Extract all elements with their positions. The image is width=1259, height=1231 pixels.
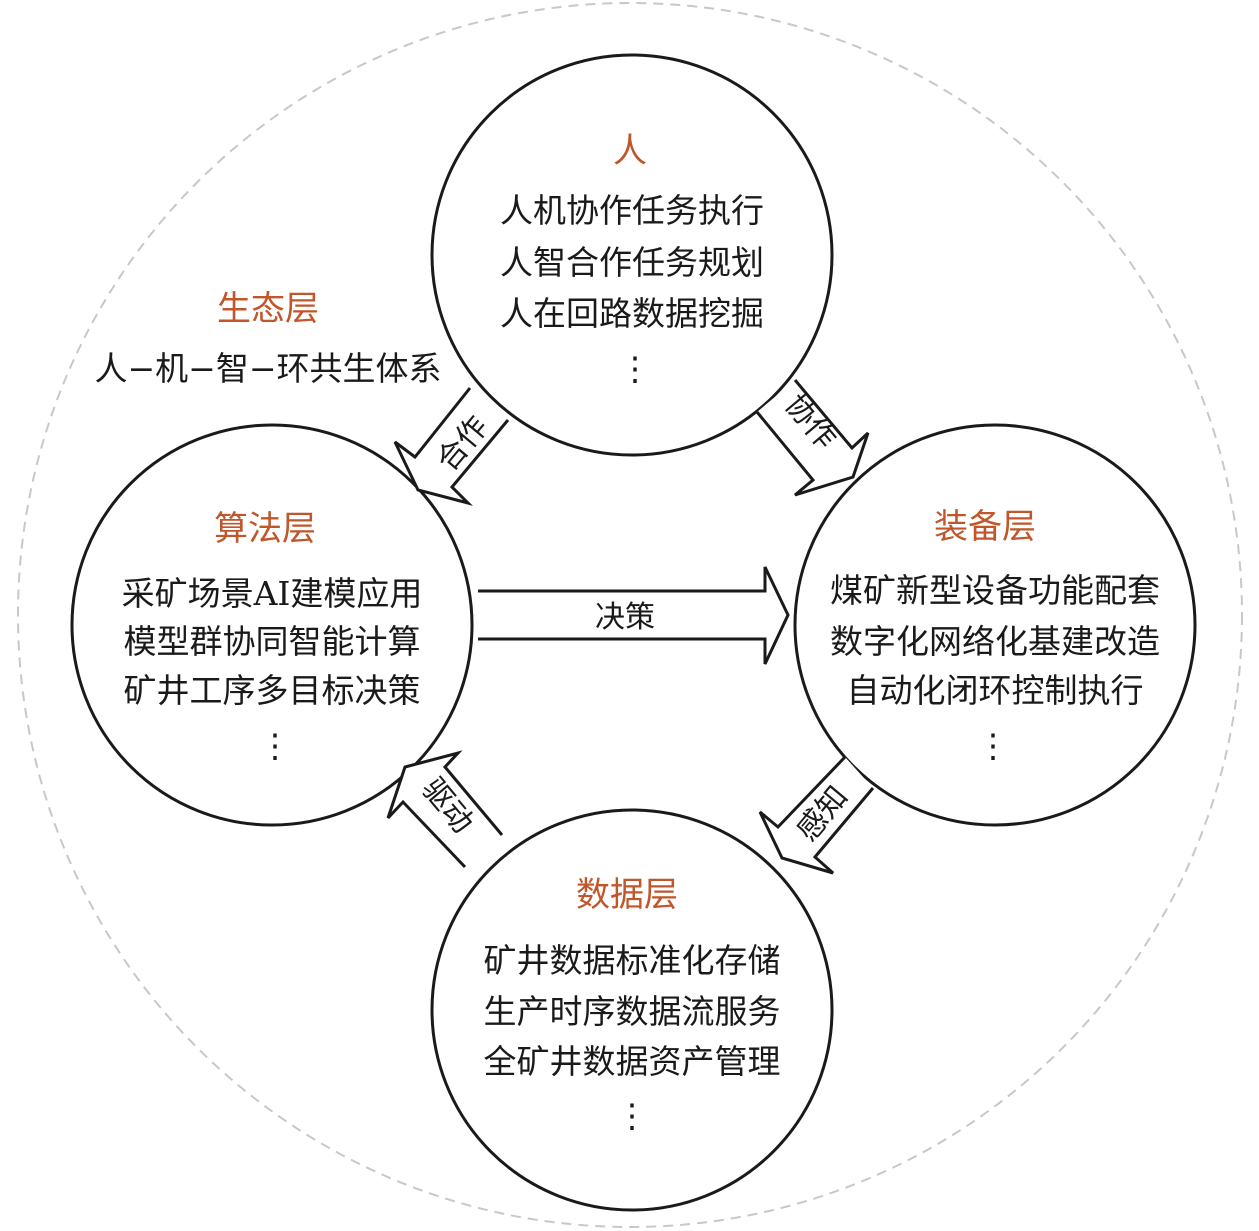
data-line: 生产时序数据流服务 bbox=[484, 992, 781, 1031]
ecology-boundary bbox=[17, 2, 1243, 1228]
perceive-arrow bbox=[758, 755, 875, 875]
collaborate-arrow bbox=[755, 379, 870, 497]
data-line: 全矿井数据资产管理 bbox=[484, 1042, 781, 1081]
data-title: 数据层 bbox=[576, 875, 678, 915]
decide-label: 决策 bbox=[595, 600, 655, 635]
equipment-line: 数字化网络化基建改造 bbox=[830, 622, 1160, 661]
ecology-title: 生态层 bbox=[217, 289, 319, 329]
algorithm-line: 采矿场景AI建模应用 bbox=[122, 574, 423, 613]
human-title: 人 bbox=[613, 131, 647, 171]
human-ellipsis: ⋮ bbox=[619, 349, 652, 388]
equipment-line: 自动化闭环控制执行 bbox=[847, 671, 1144, 710]
algorithm-line: 模型群协同智能计算 bbox=[124, 622, 421, 661]
algorithm-line: 矿井工序多目标决策 bbox=[124, 671, 421, 710]
algorithm-ellipsis: ⋮ bbox=[259, 726, 292, 765]
decide-arrow bbox=[478, 566, 790, 665]
algorithm-title: 算法层 bbox=[214, 509, 316, 549]
human-line: 人智合作任务规划 bbox=[500, 243, 764, 282]
algorithm-circle bbox=[70, 423, 474, 827]
human-circle bbox=[430, 53, 834, 457]
drive-arrow bbox=[386, 750, 504, 869]
human-line: 人机协作任务执行 bbox=[500, 191, 764, 230]
ecology-subtitle: 人−机−智−环共生体系 bbox=[95, 349, 442, 388]
data-circle bbox=[430, 808, 834, 1212]
equipment-line: 煤矿新型设备功能配套 bbox=[830, 571, 1160, 610]
data-line: 矿井数据标准化存储 bbox=[484, 941, 781, 980]
human-line: 人在回路数据挖掘 bbox=[500, 294, 764, 333]
equipment-circle bbox=[793, 423, 1197, 827]
cooperate-arrow bbox=[393, 387, 510, 506]
equipment-ellipsis: ⋮ bbox=[977, 726, 1010, 765]
equipment-title: 装备层 bbox=[934, 507, 1036, 547]
data-ellipsis: ⋮ bbox=[616, 1096, 649, 1135]
